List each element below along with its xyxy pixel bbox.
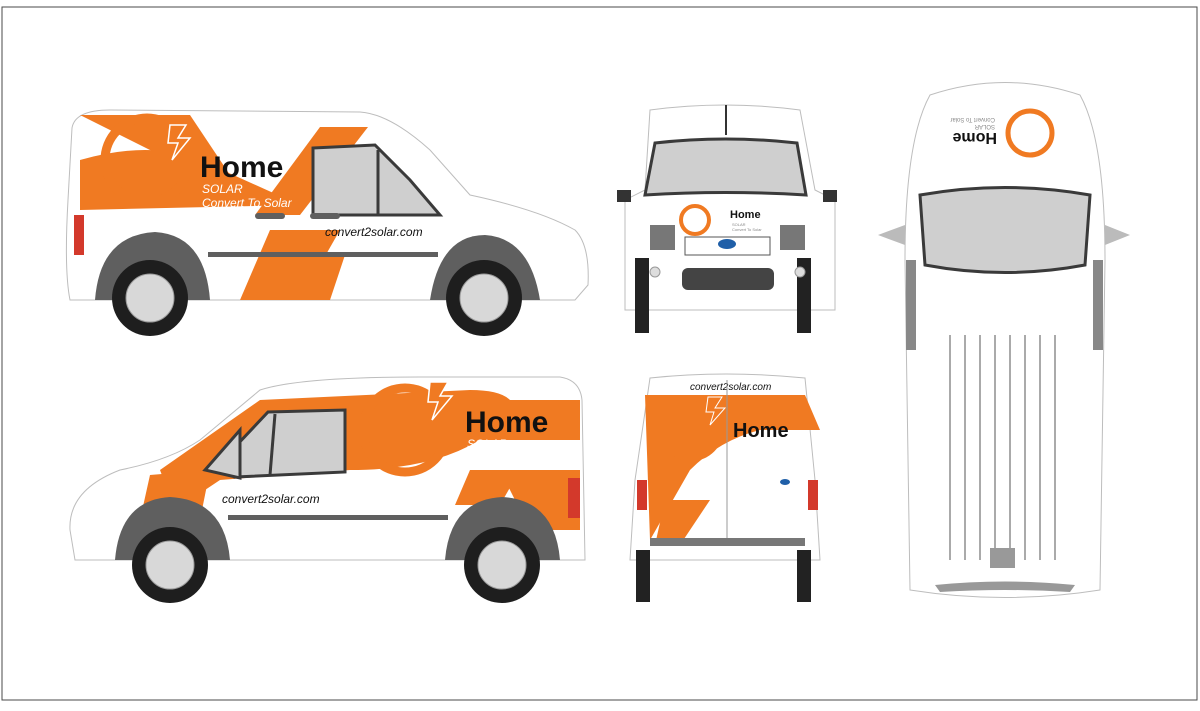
website-text: convert2solar.com <box>690 382 771 393</box>
website-text: convert2solar.com <box>325 225 423 239</box>
top-view: Home SOLAR Convert To Solar <box>878 82 1130 598</box>
brand-name: Home <box>730 209 761 221</box>
logo-ring-icon <box>100 113 194 207</box>
logo-ring-icon <box>1005 108 1055 158</box>
logo-ring-icon <box>658 395 724 461</box>
side-view-driver: Home SOLAR Convert To Solar convert2sola… <box>65 109 589 336</box>
front-view: Home SOLAR Convert To Solar <box>617 104 837 333</box>
brand-name: Home <box>733 420 789 442</box>
brand-line2: Convert To Solar <box>467 452 558 466</box>
logo-ring-icon <box>358 383 452 477</box>
logo-bolt-icon <box>427 381 454 421</box>
brand-line1: SOLAR <box>202 182 243 196</box>
brand-line2: Convert To Solar <box>950 116 995 122</box>
brand-line1: SOLAR <box>735 441 762 450</box>
logo-ring-icon <box>679 204 711 236</box>
brand-name: Home <box>952 129 997 146</box>
side-view-passenger: Home SOLAR Convert To Solar convert2sola… <box>69 376 586 603</box>
brand-name: Home <box>200 151 283 184</box>
brand-line2: Convert To Solar <box>732 227 762 232</box>
brand-line2: Convert To Solar <box>202 196 293 210</box>
rear-view: convert2solar.com Home SOLAR Convert To … <box>629 373 821 602</box>
brand-line1: SOLAR <box>974 123 995 129</box>
brand-line1: SOLAR <box>467 437 508 451</box>
brand-name: Home <box>465 406 548 439</box>
brand-line1: SOLAR <box>732 222 746 227</box>
website-text: convert2solar.com <box>222 492 320 506</box>
logo-bolt-icon <box>167 124 192 161</box>
brand-line2: Convert To Solar <box>735 452 795 461</box>
